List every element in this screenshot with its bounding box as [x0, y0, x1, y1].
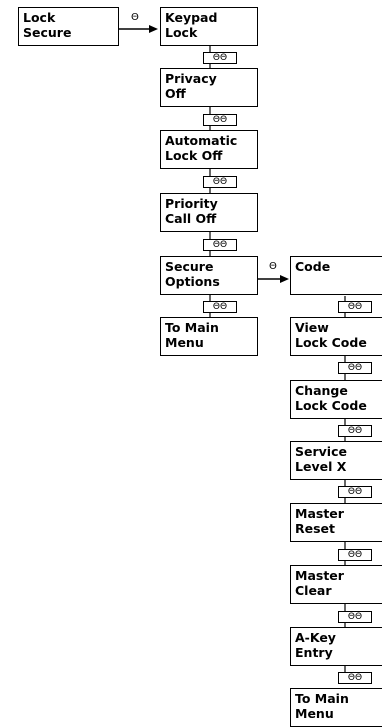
box-line-2: Lock Code — [295, 335, 367, 350]
box-line-2: Menu — [165, 335, 204, 350]
box-line-2: Secure — [23, 25, 72, 40]
scroll-keys-icon: ΘΘ — [338, 549, 372, 561]
menu-box-service-level-x: Service Level X — [290, 441, 382, 480]
box-line-1: Automatic — [165, 133, 238, 148]
box-line-2: Menu — [295, 706, 334, 721]
arrowhead-icon — [280, 275, 289, 283]
box-line-1: Keypad — [165, 10, 218, 25]
menu-box-to-main-menu: To Main Menu — [160, 317, 258, 356]
box-line-2: Lock — [165, 25, 198, 40]
select-key-icon: Θ — [269, 261, 277, 272]
box-line-2: Lock Off — [165, 148, 223, 163]
menu-box-priority-call-off: Priority Call Off — [160, 193, 258, 232]
box-line-2: Entry — [295, 645, 333, 660]
menu-box-keypad-lock: Keypad Lock — [160, 7, 258, 46]
select-key-icon: Θ — [131, 12, 139, 23]
box-line-2: Lock Code — [295, 398, 367, 413]
menu-box-view-lock-code: View Lock Code — [290, 317, 382, 356]
scroll-keys-icon: ΘΘ — [338, 362, 372, 374]
box-line-2: Clear — [295, 583, 332, 598]
menu-box-master-clear: Master Clear — [290, 565, 382, 604]
menu-box-automatic-lock-off: Automatic Lock Off — [160, 130, 258, 169]
scroll-keys-icon: ΘΘ — [338, 611, 372, 623]
menu-box-secure-options: Secure Options — [160, 256, 258, 295]
scroll-keys-icon: ΘΘ — [338, 486, 372, 498]
scroll-keys-icon: ΘΘ — [338, 425, 372, 437]
menu-box-code: Code — [290, 256, 382, 295]
box-line-1: Lock — [23, 10, 56, 25]
menu-box-master-reset: Master Reset — [290, 503, 382, 542]
box-line-2: Level X — [295, 459, 347, 474]
scroll-keys-icon: ΘΘ — [203, 114, 237, 126]
box-line-1: View — [295, 320, 329, 335]
box-line-1: To Main — [165, 320, 219, 335]
box-line-1: A-Key — [295, 630, 336, 645]
box-line-1: Change — [295, 383, 348, 398]
box-line-1: Secure — [165, 259, 214, 274]
menu-box-to-main-menu-2: To Main Menu — [290, 688, 382, 727]
scroll-keys-icon: ΘΘ — [338, 301, 372, 313]
menu-box-change-lock-code: Change Lock Code — [290, 380, 382, 419]
box-line-1: Code — [295, 259, 331, 274]
scroll-keys-icon: ΘΘ — [203, 301, 237, 313]
menu-box-a-key-entry: A-Key Entry — [290, 627, 382, 666]
menu-box-privacy-off: Privacy Off — [160, 68, 258, 107]
box-line-1: To Main — [295, 691, 349, 706]
box-line-2: Options — [165, 274, 220, 289]
box-line-2: Off — [165, 86, 186, 101]
arrowhead-icon — [149, 25, 158, 33]
box-line-2: Reset — [295, 521, 335, 536]
menu-box-lock-secure: Lock Secure — [18, 7, 119, 46]
scroll-keys-icon: ΘΘ — [203, 52, 237, 64]
box-line-1: Privacy — [165, 71, 217, 86]
box-line-1: Priority — [165, 196, 218, 211]
box-line-2: Call Off — [165, 211, 217, 226]
box-line-1: Master — [295, 506, 344, 521]
scroll-keys-icon: ΘΘ — [203, 176, 237, 188]
scroll-keys-icon: ΘΘ — [203, 239, 237, 251]
box-line-1: Master — [295, 568, 344, 583]
scroll-keys-icon: ΘΘ — [338, 672, 372, 684]
box-line-1: Service — [295, 444, 347, 459]
